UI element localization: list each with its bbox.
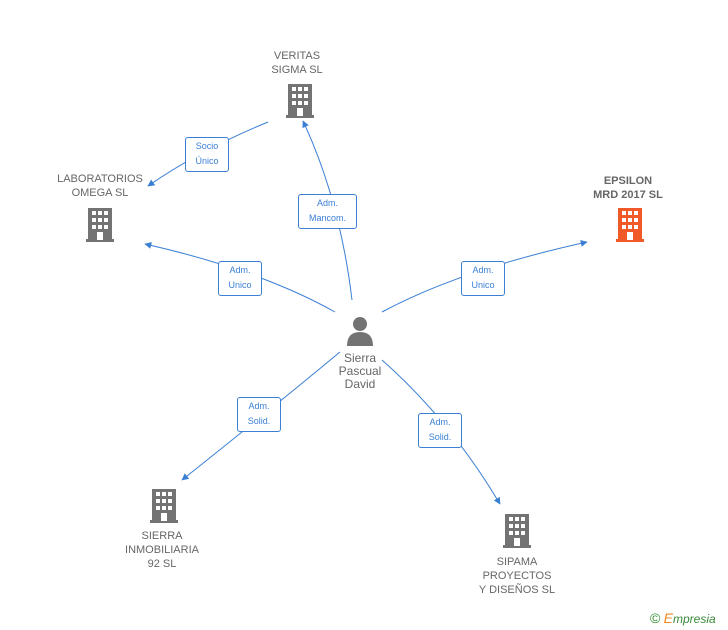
- building-icon: [150, 489, 178, 523]
- node-label-person[interactable]: Sierra Pascual David: [338, 351, 382, 391]
- edge-label-adm-mancom: Adm. Mancom.: [298, 194, 357, 229]
- node-label-sipama[interactable]: SIPAMA PROYECTOS Y DISEÑOS SL: [478, 556, 556, 596]
- node-label-sierra-inmobiliaria[interactable]: SIERRA INMOBILIARIA 92 SL: [125, 530, 199, 570]
- building-icon-highlight: [616, 208, 644, 242]
- brand-name: mpresia: [673, 612, 716, 626]
- edge-label-adm-unico-left: Adm. Unico: [218, 261, 262, 296]
- node-label-veritas[interactable]: VERITAS SIGMA SL: [271, 50, 323, 76]
- edge-label-adm-solid-right: Adm. Solid.: [418, 413, 462, 448]
- node-label-epsilon[interactable]: EPSILON MRD 2017 SL: [593, 175, 663, 201]
- edge-label-adm-solid-left: Adm. Solid.: [237, 397, 281, 432]
- person-icon: [347, 317, 373, 346]
- copyright-icon: ©: [650, 610, 661, 626]
- brand-initial: E: [663, 610, 674, 626]
- building-icon: [86, 208, 114, 242]
- brand-watermark: © Empresia: [650, 610, 716, 626]
- node-label-laboratorios[interactable]: LABORATORIOS OMEGA SL: [57, 173, 143, 199]
- building-icon: [286, 84, 314, 118]
- building-icon: [503, 514, 531, 548]
- edge-label-socio-unico: Socio Único: [185, 137, 229, 172]
- edge-label-adm-unico-right: Adm. Unico: [461, 261, 505, 296]
